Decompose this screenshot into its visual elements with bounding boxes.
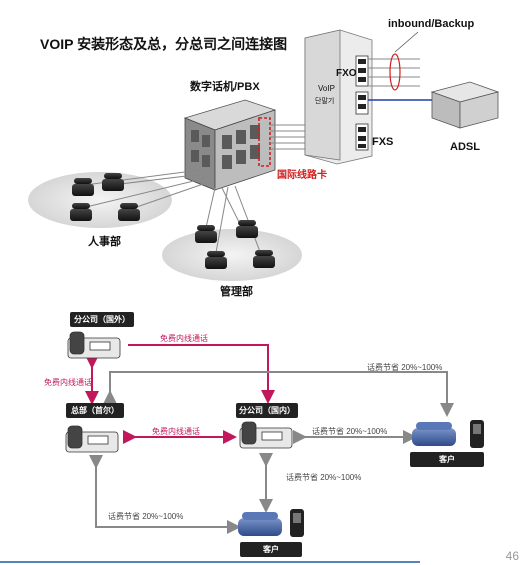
free-call-top-label: 免费内线通话 (160, 334, 208, 343)
customer-bottom-badge: 客户 (240, 542, 302, 557)
office-phone-icons (65, 331, 293, 453)
dept-mgmt-label: 管理部 (220, 286, 253, 298)
saving-mid-label: 话费节省 20%~100% (312, 427, 388, 436)
saving-top-label: 话费节省 20%~100% (367, 363, 443, 372)
gateway-sub-label: 단말기 (315, 98, 335, 105)
dept-hr-label: 人事部 (88, 236, 121, 248)
saving-bottom-label: 话费节省 20%~100% (108, 512, 184, 521)
free-call-left-label: 免费内线通话 (44, 378, 92, 387)
branch-domestic-badge: 分公司（国内） (236, 403, 298, 418)
international-line-card (258, 117, 271, 167)
pbx-label: 数字话机/PBX (190, 81, 260, 93)
page-number: 46 (505, 549, 519, 563)
voip-gateway-icon (304, 29, 373, 165)
free-call-mid-label: 免费内线通话 (152, 427, 200, 436)
gateway-brand-label: VoIP (318, 84, 335, 93)
customer-right-badge: 客户 (410, 452, 484, 467)
fxo-label: FXO (336, 68, 357, 79)
fxs-label: FXS (372, 136, 394, 148)
mgmt-area (162, 229, 302, 281)
hr-phone-icons (70, 173, 140, 221)
hq-badge: 总部（首尔） (66, 403, 124, 418)
card-label: 国际线路卡 (277, 170, 327, 181)
saving-right-label: 话费节省 20%~100% (286, 473, 362, 482)
adsl-label: ADSL (450, 141, 480, 153)
inbound-label: inbound/Backup (388, 18, 475, 30)
customer-phone-icons (238, 420, 484, 537)
pbx-cabinet-icon (183, 99, 277, 191)
branch-foreign-badge: 分公司（国外） (70, 312, 134, 327)
adsl-modem-icon (430, 81, 500, 129)
page-title: VOIP 安装形态及总，分总司之间连接图 (40, 36, 288, 52)
mgmt-phone-icons (195, 220, 275, 269)
inbound-loop (389, 53, 401, 91)
